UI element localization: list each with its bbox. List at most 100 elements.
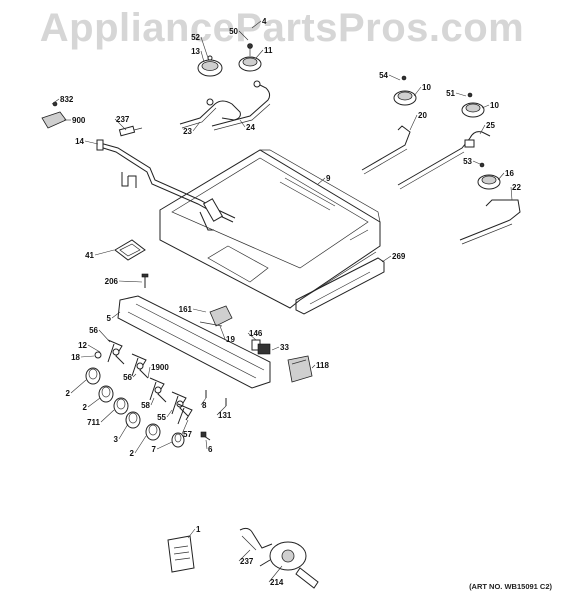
igniter-switch-58: [149, 377, 167, 403]
label-57-leader: [181, 419, 189, 435]
burner-head-right-a: [393, 75, 417, 106]
label-5-leader: [111, 311, 121, 319]
label-11-leader: [255, 49, 264, 59]
label-25: 25: [479, 121, 495, 135]
label-23-leader: [192, 121, 201, 132]
label-131-leader: [216, 405, 227, 416]
label-56b: 56: [123, 373, 137, 382]
label-1: 1: [187, 525, 201, 539]
label-20: 20: [409, 111, 427, 131]
label-118: 118: [311, 361, 329, 370]
igniter-switch-56b: [131, 353, 149, 379]
label-206-text: 206: [105, 277, 119, 286]
label-6-leader: [205, 439, 208, 450]
label-237a: 237: [114, 115, 130, 131]
label-118-leader: [311, 364, 316, 369]
label-8-text: 8: [202, 401, 207, 410]
label-20-text: 20: [418, 111, 427, 120]
label-2c-text: 2: [130, 449, 135, 458]
label-58-leader: [150, 397, 155, 406]
pressure-regulator-214: [239, 527, 319, 589]
label-57: 57: [181, 419, 192, 439]
label-33: 33: [271, 343, 289, 352]
control-panel-bracket: [117, 295, 271, 389]
label-12-leader: [87, 344, 101, 353]
burner-head-center: [238, 43, 262, 72]
label-56a-leader: [98, 329, 111, 343]
label-3-text: 3: [114, 435, 119, 444]
heat-shield-269: [295, 257, 385, 315]
label-22-text: 22: [512, 183, 521, 192]
label-1900: 1900: [147, 363, 169, 379]
switch-33: [257, 343, 271, 355]
burner-head-right-c: [477, 162, 501, 190]
label-56a: 56: [89, 326, 111, 343]
label-50-text: 50: [229, 27, 238, 36]
label-12-text: 12: [78, 341, 87, 350]
label-54-text: 54: [379, 71, 388, 80]
label-900-text: 900: [72, 116, 86, 125]
label-7: 7: [152, 441, 173, 454]
label-161: 161: [179, 305, 207, 314]
nut-18: [94, 351, 102, 359]
label-4: 4: [251, 17, 267, 29]
label-14: 14: [75, 137, 99, 146]
valve-161: [199, 305, 233, 327]
label-24: 24: [239, 119, 255, 132]
label-25-text: 25: [486, 121, 495, 130]
label-10a: 10: [413, 83, 431, 97]
label-33-leader: [271, 346, 280, 351]
spark-module-118: [287, 355, 313, 383]
label-51: 51: [446, 89, 467, 98]
label-3: 3: [114, 423, 129, 444]
screw-206: [141, 273, 149, 288]
label-6-text: 6: [208, 445, 213, 454]
bracket-900: [41, 101, 67, 129]
label-2c-leader: [134, 435, 147, 454]
label-832-leader: [51, 98, 60, 105]
label-13-leader: [200, 50, 205, 63]
label-24-leader: [239, 119, 246, 128]
label-54: 54: [379, 71, 401, 81]
label-57-text: 57: [183, 430, 192, 439]
label-18: 18: [71, 353, 95, 362]
label-10a-leader: [413, 86, 422, 97]
label-20-leader: [409, 114, 418, 131]
label-711-text: 711: [87, 418, 100, 427]
label-18-text: 18: [71, 353, 80, 362]
label-4-text: 4: [262, 17, 267, 26]
label-118-text: 118: [316, 361, 329, 370]
label-18-leader: [80, 355, 95, 358]
label-206: 206: [105, 277, 143, 286]
watermark: AppliancePartsPros.com: [39, 6, 525, 50]
label-9-text: 9: [326, 174, 331, 183]
label-3-leader: [118, 423, 129, 440]
label-2b: 2: [83, 397, 101, 412]
label-4-leader: [251, 20, 262, 29]
label-10a-text: 10: [422, 83, 431, 92]
label-131: 131: [216, 405, 232, 420]
label-237b-leader: [238, 549, 251, 562]
label-2c: 2: [130, 435, 147, 458]
label-16: 16: [497, 169, 514, 181]
label-146-text: 146: [249, 329, 263, 338]
label-711-leader: [100, 409, 115, 423]
label-5-text: 5: [107, 314, 112, 323]
label-214: 214: [268, 565, 284, 587]
knob-2c: [145, 423, 161, 441]
burner-head-left: [197, 55, 223, 77]
label-1-text: 1: [196, 525, 201, 534]
label-2a-leader: [70, 379, 87, 394]
burner-tube-22: [459, 199, 521, 245]
label-41-leader: [94, 249, 115, 256]
label-16-text: 16: [505, 169, 514, 178]
label-56b-leader: [132, 373, 137, 378]
label-269: 269: [381, 252, 406, 263]
label-13: 13: [191, 47, 205, 63]
label-55-text: 55: [157, 413, 166, 422]
label-1900-text: 1900: [151, 363, 169, 372]
burner-tube-23: [179, 98, 241, 129]
label-900: 900: [64, 116, 86, 125]
label-832-text: 832: [60, 95, 74, 104]
